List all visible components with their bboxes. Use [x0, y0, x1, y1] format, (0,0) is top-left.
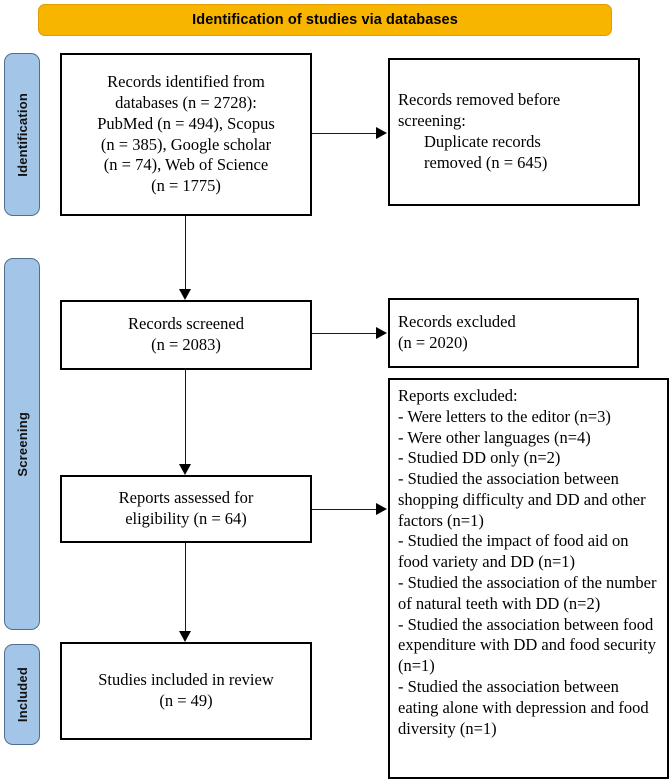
records-identified-line1: Records identified from — [107, 72, 265, 92]
studies-included-line2: (n = 49) — [159, 691, 213, 710]
records-removed-line4: removed (n = 645) — [424, 152, 548, 172]
stage-label-screening: Screening — [14, 411, 30, 477]
stage-label-identification: Identification — [14, 92, 30, 177]
stage-bar-screening: Screening — [4, 258, 40, 630]
box-reports-excluded: Reports excluded: - Were letters to the … — [388, 378, 669, 779]
arrow-right-icon — [376, 126, 387, 139]
records-excluded-line2: (n = 2020) — [398, 333, 468, 352]
connector-identified-to-screened — [185, 216, 186, 292]
connector-screened-to-excluded — [312, 333, 378, 334]
records-identified-line6: (n = 1775) — [151, 176, 221, 196]
records-identified-line4: (n = 385), Google scholar — [100, 134, 272, 154]
records-removed-line1: Records removed before — [398, 90, 561, 110]
box-studies-included: Studies included in review (n = 49) — [60, 642, 312, 740]
box-records-excluded: Records excluded (n = 2020) — [388, 298, 639, 368]
reports-assessed-line1: Reports assessed for — [118, 488, 254, 508]
identification-banner: Identification of studies via databases — [38, 4, 612, 36]
stage-bar-identification: Identification — [4, 53, 40, 216]
reports-excluded-item: - Studied the association between shoppi… — [398, 469, 646, 530]
records-removed-line3: Duplicate records — [424, 132, 541, 151]
reports-excluded-item: - Studied the association between food e… — [398, 614, 656, 676]
arrow-right-icon — [376, 326, 387, 339]
reports-excluded-item: - Were letters to the editor (n=3) — [398, 406, 611, 426]
box-records-identified: Records identified from databases (n = 2… — [60, 53, 312, 216]
records-removed-line2: screening: — [398, 111, 466, 131]
reports-excluded-heading: Reports excluded: — [398, 386, 518, 405]
connector-screened-to-assessed — [185, 370, 186, 467]
connector-assessed-to-included — [185, 543, 186, 634]
box-reports-assessed: Reports assessed for eligibility (n = 64… — [60, 475, 312, 543]
arrow-down-icon — [178, 631, 191, 642]
stage-bar-included: Included — [4, 644, 40, 745]
records-screened-line1: Records screened — [128, 314, 244, 334]
banner-title: Identification of studies via databases — [192, 12, 458, 28]
studies-included-line1: Studies included in review — [98, 670, 274, 690]
records-identified-line2: databases (n = 2728): — [115, 92, 257, 112]
arrow-down-icon — [178, 464, 191, 475]
reports-excluded-item: - Studied the association of the number … — [398, 573, 657, 613]
arrow-down-icon — [178, 289, 191, 300]
box-records-screened: Records screened (n = 2083) — [60, 300, 312, 370]
box-records-removed: Records removed before screening: Duplic… — [388, 58, 640, 206]
reports-excluded-item: - Studied the association between eating… — [398, 676, 649, 738]
records-screened-line2: (n = 2083) — [151, 335, 221, 354]
reports-excluded-item: - Studied DD only (n=2) — [398, 448, 561, 468]
reports-excluded-item: - Were other languages (n=4) — [398, 427, 591, 447]
records-identified-line3: PubMed (n = 494), Scopus — [97, 113, 275, 133]
reports-assessed-line2: eligibility (n = 64) — [125, 509, 247, 528]
connector-assessed-to-reports-excluded — [312, 509, 378, 510]
records-excluded-line1: Records excluded — [398, 312, 516, 332]
reports-excluded-item: - Studied the impact of food aid on food… — [398, 531, 629, 572]
stage-label-included: Included — [14, 666, 30, 723]
connector-identified-to-removed — [312, 133, 378, 134]
arrow-right-icon — [376, 502, 387, 515]
records-identified-line5: (n = 74), Web of Science — [103, 155, 269, 175]
